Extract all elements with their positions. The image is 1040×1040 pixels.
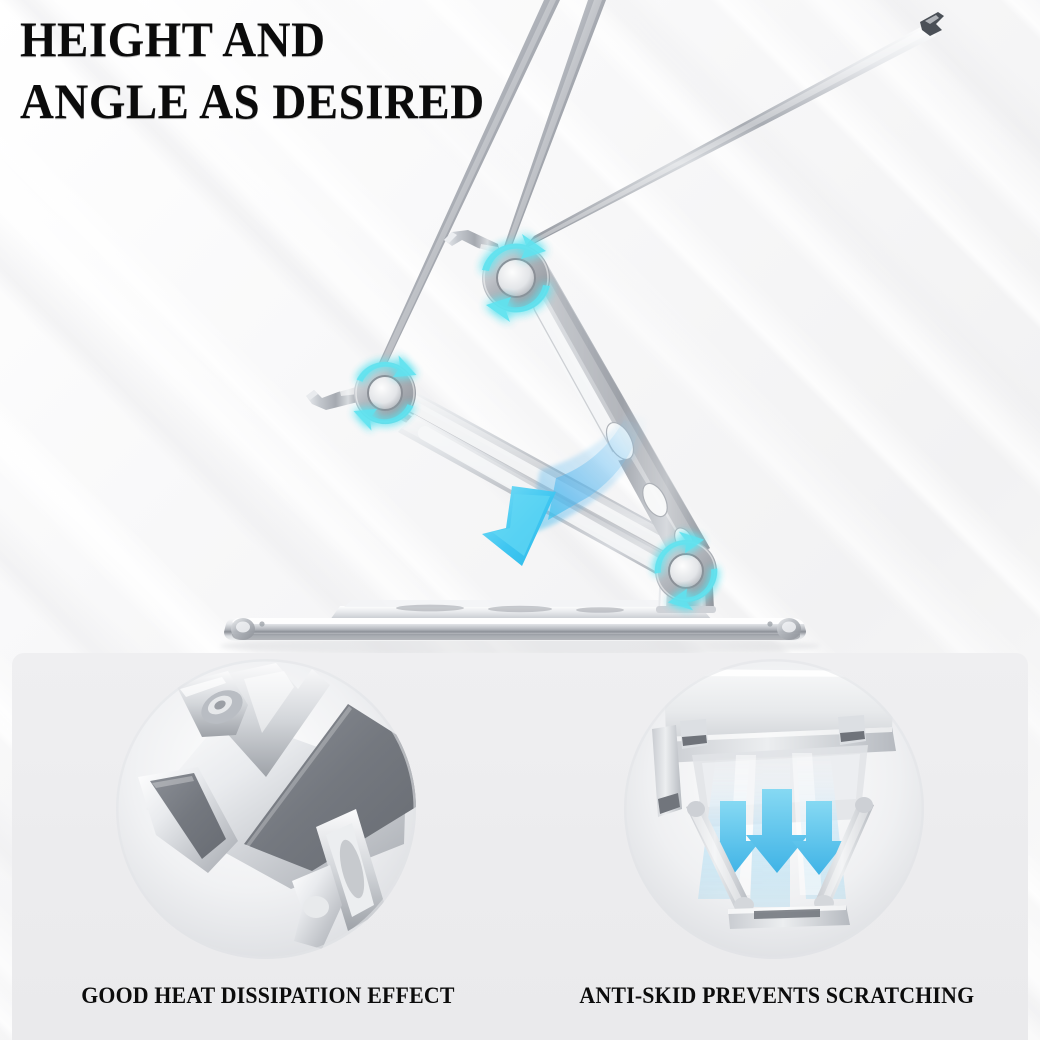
headline-line-1: HEIGHT AND bbox=[20, 11, 326, 67]
base-plate bbox=[220, 600, 820, 656]
pivot-base bbox=[645, 524, 728, 618]
headline-line-2: ANGLE AS DESIRED bbox=[20, 73, 485, 129]
left-hook bbox=[306, 386, 360, 410]
top-hook bbox=[444, 230, 500, 254]
pivot-middle bbox=[347, 348, 423, 438]
upper-support-bars bbox=[372, 0, 944, 378]
feature-anti-skid: ANTI-SKID PREVENTS SCRATCHING bbox=[520, 653, 1028, 1040]
pivot-top bbox=[482, 234, 550, 322]
feature-panel: GOOD HEAT DISSIPATION EFFECT bbox=[12, 653, 1028, 1040]
photo-stand-bracket-closeup bbox=[116, 659, 416, 959]
feature-caption-heat: GOOD HEAT DISSIPATION EFFECT bbox=[81, 983, 455, 1008]
feature-caption-antiskid: ANTI-SKID PREVENTS SCRATCHING bbox=[579, 983, 975, 1008]
photo-laptop-underside-airflow bbox=[624, 659, 924, 959]
rotation-sweep-arrow bbox=[482, 412, 648, 566]
feature-heat-dissipation: GOOD HEAT DISSIPATION EFFECT bbox=[12, 653, 520, 1040]
main-arm bbox=[513, 262, 710, 566]
page-title: HEIGHT AND ANGLE AS DESIRED bbox=[20, 8, 485, 132]
hero-product-illustration bbox=[220, 0, 944, 656]
